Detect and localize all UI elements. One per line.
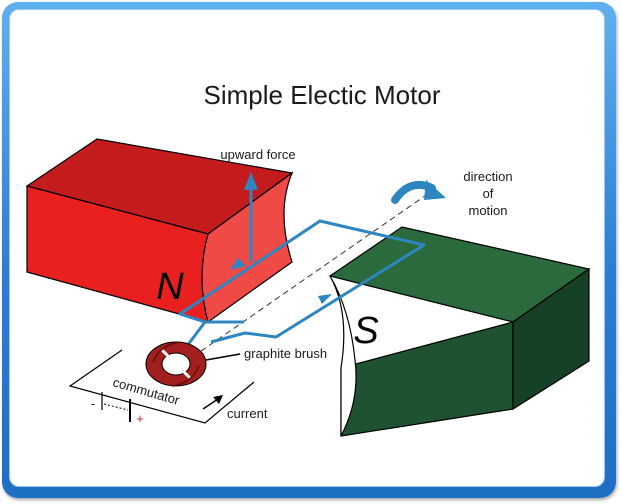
brush-pointer	[205, 353, 241, 361]
motion-label: motion	[468, 203, 507, 218]
current-label: current	[227, 406, 268, 421]
rotation-arrow-icon	[391, 180, 446, 204]
axis-line	[167, 190, 433, 375]
direction-label: direction	[463, 169, 512, 184]
wire-arrow-icon	[230, 258, 246, 270]
wire-arrow-icon	[318, 294, 332, 304]
upward-force-arrow	[244, 172, 258, 262]
commutator-ring	[145, 341, 207, 387]
current-arrow	[202, 395, 223, 410]
battery-minus-label: -	[91, 396, 95, 411]
of-label: of	[483, 186, 494, 201]
south-magnet	[328, 226, 591, 437]
diagram-title: Simple Electic Motor	[204, 80, 441, 110]
upward-force-label: upward force	[220, 147, 295, 162]
south-pole-label: S	[353, 310, 378, 352]
graphite-brush-label: graphite brush	[244, 346, 327, 361]
circuit	[68, 349, 255, 424]
north-pole-label: N	[156, 266, 184, 308]
battery-plus-label: +	[136, 411, 144, 426]
wire-loop	[178, 219, 426, 347]
